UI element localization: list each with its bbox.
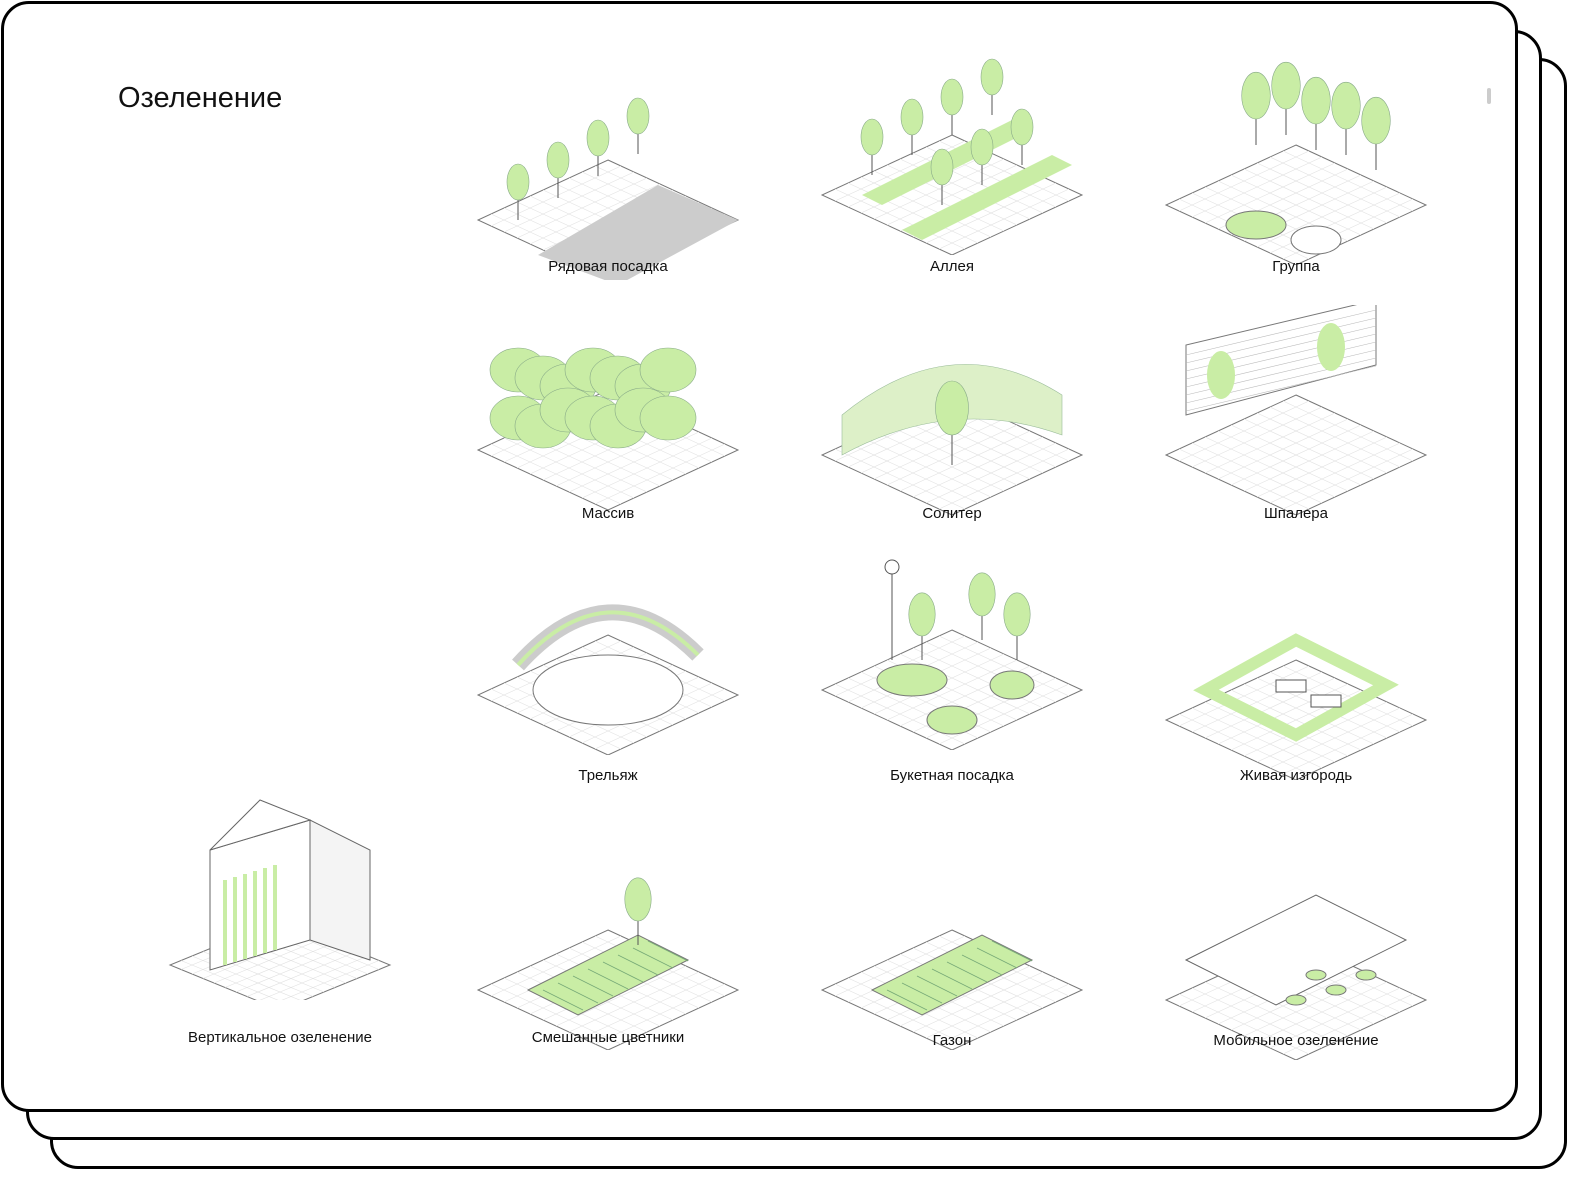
- item-label: Букетная посадка: [890, 767, 1014, 784]
- tree-icon: [1010, 108, 1034, 165]
- tree-icon: [930, 148, 954, 205]
- item-label: Массив: [581, 505, 635, 522]
- item-label: Аллея: [930, 258, 974, 275]
- item-label: Смешанные цветники: [531, 1029, 685, 1046]
- tree-icon: [586, 119, 610, 176]
- tree-icon: [980, 58, 1004, 115]
- item-label: Трельяж: [578, 767, 638, 784]
- tree-icon: [900, 98, 924, 155]
- illustration-mobile: [1131, 850, 1461, 1060]
- tree-icon: [1271, 61, 1301, 135]
- item-label: Газон: [932, 1032, 972, 1049]
- illustration-row: [443, 70, 773, 280]
- illustration-alley: [787, 45, 1117, 255]
- tree-icon: [1331, 81, 1361, 155]
- illustration-massive: [443, 300, 773, 510]
- tree-icon: [970, 128, 994, 185]
- tree-icon: [968, 572, 996, 640]
- illustration-group: [1131, 55, 1461, 265]
- tree-icon: [546, 141, 570, 198]
- tree-icon: [1241, 71, 1271, 145]
- tree-icon: [1301, 76, 1331, 150]
- illustration-pergola: [443, 545, 773, 755]
- item-label: Рядовая посадка: [548, 258, 668, 275]
- tree-icon: [1361, 96, 1391, 170]
- item-label: Шпалера: [1264, 505, 1328, 522]
- tree-icon: [506, 163, 530, 220]
- item-label: Группа: [1272, 258, 1320, 275]
- tree-icon: [1003, 592, 1031, 660]
- item-label: Вертикальное озеленение: [188, 1029, 372, 1046]
- tree-icon: [626, 97, 650, 154]
- illustration-flowerbed: [443, 840, 773, 1050]
- page-title: Озеленение: [118, 82, 283, 114]
- tree-icon: [860, 118, 884, 175]
- illustration-trellis-wall: [1131, 305, 1461, 515]
- illustration-solitaire: [787, 305, 1117, 515]
- illustration-lawn: [787, 840, 1117, 1050]
- tree-icon: [940, 78, 964, 135]
- illustration-bouquet: [787, 540, 1117, 750]
- illustration-building: [115, 790, 445, 1000]
- item-label: Мобильное озеленение: [1213, 1032, 1379, 1049]
- tree-icon: [935, 380, 969, 465]
- illustration-hedge: [1131, 570, 1461, 780]
- item-label: Солитер: [922, 505, 982, 522]
- tree-icon: [624, 877, 652, 945]
- item-label: Живая изгородь: [1239, 767, 1353, 784]
- tree-icon: [908, 592, 936, 660]
- scrollbar[interactable]: [1487, 88, 1491, 104]
